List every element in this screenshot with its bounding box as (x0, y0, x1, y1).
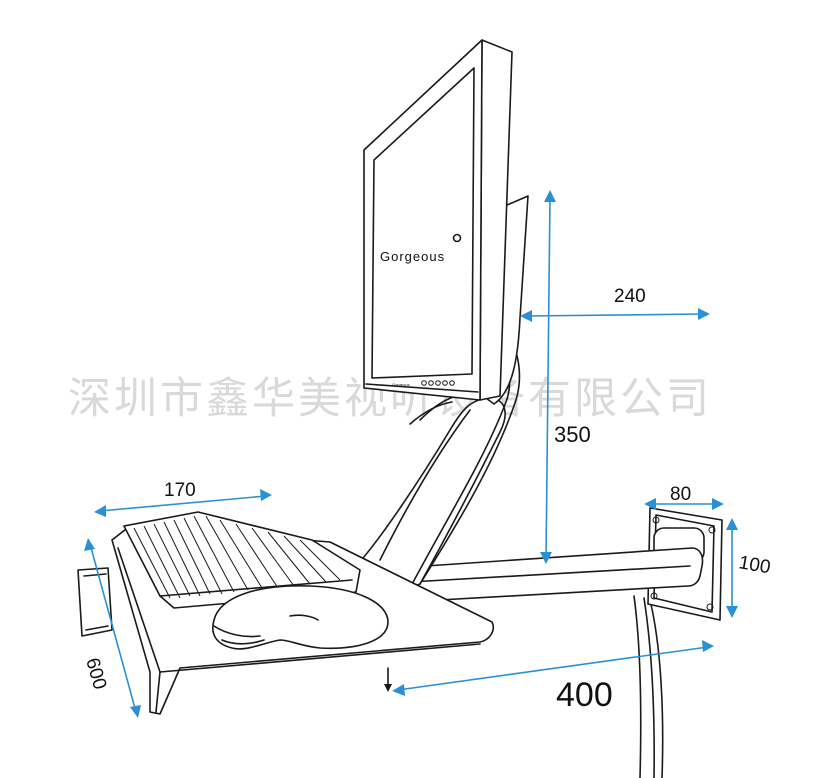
keyboard (123, 511, 361, 609)
dim-plate-height-label: 100 (737, 552, 772, 578)
cables (633, 595, 664, 778)
dim-keyboard-width-label: 170 (164, 480, 196, 501)
dim-plate-width-label: 80 (670, 484, 691, 505)
power-led-icon (452, 233, 462, 243)
mouse (212, 585, 389, 650)
dimension-lines (84, 190, 738, 718)
bezel-brand-text: Gorgeous (392, 382, 410, 387)
horizontal-arm (395, 547, 704, 603)
dim-tray-depth-label: 600 (81, 656, 110, 692)
dim-monitor-offset-label: 240 (614, 286, 646, 307)
monitor-buttons (421, 380, 455, 386)
monitor-brand-text: Gorgeous (380, 249, 445, 264)
monitor: Gorgeous Gorgeous (363, 39, 529, 405)
dim-monitor-height-label: 350 (554, 422, 591, 447)
dim-arm-length-label: 400 (556, 676, 613, 714)
